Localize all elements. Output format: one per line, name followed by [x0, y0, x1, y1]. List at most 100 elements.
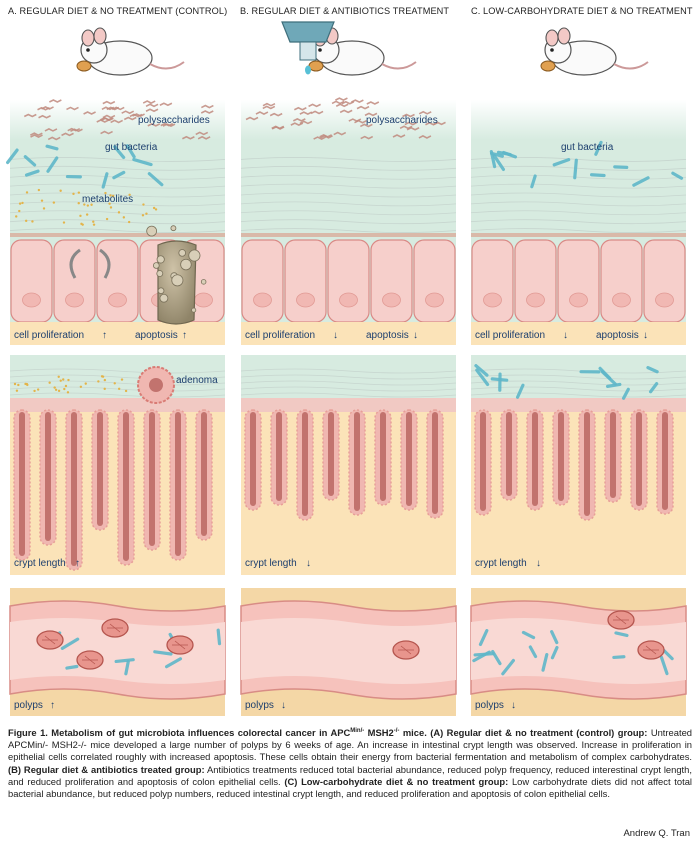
metabolite-dot — [77, 202, 80, 205]
crypt-lumen — [328, 412, 334, 496]
cell-nucleus — [569, 292, 588, 308]
bacterium-icon — [489, 151, 504, 158]
mouse-tail — [613, 61, 649, 70]
cell-nucleus — [253, 292, 272, 308]
bacterium-icon — [216, 628, 222, 646]
polysaccharide-icon — [160, 122, 174, 127]
apoptotic-body — [159, 293, 169, 303]
crypt-lumen — [636, 412, 642, 506]
apoptosis-label: apoptosis — [596, 330, 639, 341]
epithelial-cell — [284, 239, 327, 323]
bacterium-icon — [632, 176, 650, 187]
metabolite-dot — [62, 221, 66, 224]
polysaccharide-icon — [182, 135, 195, 140]
panel-c-crypts: crypt length↓ — [470, 355, 687, 575]
bacterium-icon — [541, 653, 549, 672]
crypt-length-label: crypt length — [245, 558, 297, 569]
polysaccharide-icon — [123, 116, 137, 121]
mucus-fiber — [9, 201, 226, 207]
bacterium-icon — [528, 645, 538, 659]
metabolite-dot — [21, 201, 24, 205]
apoptotic-body — [180, 258, 192, 271]
crypt-lumen — [406, 412, 412, 506]
author-credit: Andrew Q. Tran — [623, 828, 690, 839]
bacterium-icon — [132, 157, 153, 167]
mucus-fiber — [9, 165, 226, 171]
mucus-fiber — [240, 386, 457, 392]
crypt-lumen — [380, 412, 386, 501]
mucus-fiber — [9, 380, 226, 386]
panel-a-title: A. REGULAR DIET & NO TREATMENT (CONTROL) — [8, 6, 228, 16]
metabolite-dot — [18, 202, 22, 205]
uptake-arrow-icon — [69, 248, 81, 279]
mucus-fiber — [240, 183, 457, 189]
polysaccharide-icon — [47, 136, 61, 141]
mouse-eye — [318, 48, 322, 52]
metabolite-dot — [72, 192, 75, 196]
metabolite-dot — [117, 211, 121, 214]
food-pellet-icon — [76, 60, 92, 72]
mucus-fiber — [240, 165, 457, 171]
crypt-lumen — [175, 412, 181, 556]
mucus-fiber — [240, 368, 457, 374]
bacterium-icon — [45, 144, 59, 151]
bacterium-icon — [501, 150, 518, 159]
polysaccharide-icon — [348, 118, 362, 122]
metabolite-dot — [57, 389, 61, 393]
crypt-lumen — [97, 412, 103, 526]
caption-a-heading: (A) Regular diet & no treatment (control… — [430, 727, 648, 738]
mucus-fiber — [9, 228, 226, 233]
panel-c-title: C. LOW-CARBOHYDRATE DIET & NO TREATMENT — [471, 6, 693, 16]
polysaccharide-icon — [200, 110, 214, 114]
polysaccharide-icon — [100, 130, 113, 135]
metabolite-dot — [92, 223, 96, 226]
mucus-fiber — [470, 392, 687, 398]
polysaccharide-icon — [418, 110, 432, 115]
metabolite-dot — [111, 194, 115, 198]
mouse-a — [76, 27, 185, 76]
cell-nucleus — [108, 292, 127, 308]
polysaccharide-icon — [360, 135, 374, 140]
metabolite-dot — [92, 220, 95, 223]
crypt-lumen — [45, 412, 51, 541]
metabolite-dot — [101, 375, 105, 378]
bacterium-icon — [478, 629, 489, 647]
crypt-lumen — [71, 412, 77, 566]
cell-nucleus — [483, 292, 502, 308]
epithelial-cell — [413, 239, 456, 323]
crypt-lumen — [432, 412, 438, 514]
bacterium-icon — [594, 140, 603, 156]
metabolite-dot — [105, 217, 109, 221]
bacterium-icon — [605, 382, 622, 388]
bacterium-icon — [475, 368, 490, 387]
metabolite-dot — [142, 203, 145, 206]
mucus-fiber — [240, 228, 457, 233]
bacterium-icon — [550, 630, 559, 645]
caption-b-heading: (B) Regular diet & antibiotics treated g… — [8, 763, 205, 775]
bacterium-icon — [164, 657, 183, 669]
polysaccharide-icon — [341, 100, 355, 105]
caption-title: Figure 1. Metabolism of gut microbiota i… — [8, 727, 427, 738]
adenoma-label: adenoma — [176, 375, 218, 386]
polysaccharides-label: polysaccharides — [138, 115, 210, 126]
bacterium-icon — [153, 650, 173, 656]
bacterium-icon — [147, 172, 164, 187]
mucus-fiber — [470, 386, 687, 392]
mucus-fiber — [470, 183, 687, 189]
basement — [10, 322, 225, 345]
bacterium-icon — [515, 383, 525, 399]
polysaccharide-icon — [66, 106, 79, 111]
bacterium-icon — [646, 366, 659, 374]
bacterium-icon — [124, 660, 130, 676]
polysaccharide-icon — [308, 103, 321, 108]
metabolite-dot — [62, 378, 65, 381]
crypt-length-arrow-icon: ↓ — [306, 558, 311, 569]
metabolite-dot — [33, 389, 36, 393]
mucus-fiber — [470, 201, 687, 207]
polysaccharide-icon — [299, 111, 313, 116]
caption-c-heading: (C) Low-carbohydrate diet & no treatment… — [284, 775, 509, 787]
apoptotic-body — [191, 307, 197, 313]
metabolite-dot — [36, 388, 40, 391]
metabolite-dot — [109, 206, 113, 209]
crypt-lumen — [354, 412, 360, 511]
